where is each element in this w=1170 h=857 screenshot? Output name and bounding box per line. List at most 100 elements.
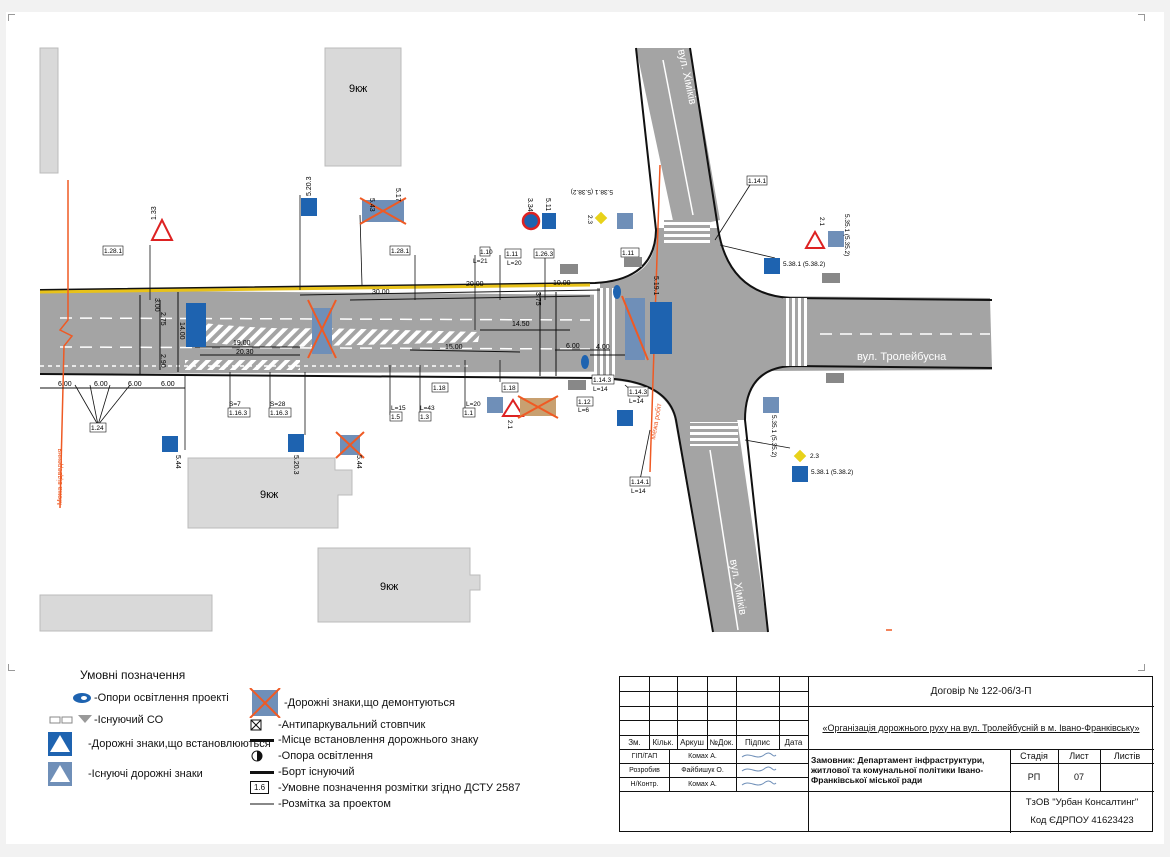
building-bottom-left bbox=[39, 594, 213, 632]
building-bottom bbox=[317, 547, 481, 623]
name-cell: Комах А. bbox=[688, 780, 717, 788]
yellow-curb bbox=[39, 283, 591, 294]
boundary-label: Межа відведення bbox=[56, 448, 64, 505]
marking-label: 1.14.3 bbox=[593, 377, 611, 384]
sign-label: 5.19.1 bbox=[652, 276, 659, 296]
orange-boundary-left bbox=[58, 180, 74, 509]
company-name: ТзОВ "Урбан Консалтинг" bbox=[1025, 796, 1139, 808]
legend-label: -Існуючі дорожні знаки bbox=[88, 768, 203, 780]
marking-label: 1.18 bbox=[503, 385, 516, 392]
dimension-lines bbox=[40, 289, 640, 389]
legend-label: -Дорожні знаки,що встановлюються bbox=[88, 738, 271, 750]
lane-sign-icon bbox=[288, 434, 304, 452]
legend-label: -Місце встановлення дорожнього знаку bbox=[278, 734, 479, 746]
dimension: 20.30 bbox=[236, 349, 254, 356]
traffic-light-icon bbox=[822, 273, 840, 283]
drawing-sheet bbox=[6, 12, 1164, 844]
marking-label: 1.3 bbox=[420, 414, 429, 421]
dimension: 2.90 bbox=[159, 354, 166, 368]
buildings bbox=[39, 47, 481, 632]
sign-label: 5.38.1 (5.38.2) bbox=[783, 261, 825, 268]
existing-sign-icon bbox=[48, 762, 88, 786]
legend: Умовні позначення -Опори освітлення прое… bbox=[40, 660, 600, 830]
marking-label: 1.16.3 bbox=[270, 410, 288, 417]
street-name: вул. Тролейбусна bbox=[857, 351, 947, 363]
existing-traffic-light-icon bbox=[48, 711, 94, 729]
building-mid bbox=[187, 457, 353, 529]
priority-sign-icon bbox=[792, 448, 808, 464]
name-cell: Комах А. bbox=[688, 752, 717, 760]
crosswalk bbox=[664, 220, 710, 244]
legend-item: -Дорожні знаки,що встановлюються bbox=[48, 732, 271, 756]
parking-sign-icon bbox=[162, 436, 178, 452]
sign-label: 2.1 bbox=[506, 420, 513, 429]
legend-label: -Розмітка за проектом bbox=[278, 798, 391, 810]
lane-sign-icon bbox=[301, 198, 317, 216]
crosswalk-sign-icon bbox=[487, 397, 503, 413]
sign-label: 5.44 bbox=[355, 455, 362, 469]
marking-label: S=28 bbox=[270, 401, 286, 408]
traffic-light-icon bbox=[568, 380, 586, 390]
lane-line bbox=[709, 449, 739, 631]
legend-item: -Існуючі дорожні знаки bbox=[48, 762, 203, 786]
marking-label: 1.11 bbox=[506, 251, 519, 258]
sign-label: 5.11 bbox=[544, 198, 551, 211]
hatched-island bbox=[195, 322, 480, 348]
marking-label: 1.28.1 bbox=[104, 248, 122, 255]
corner-mark bbox=[1138, 664, 1145, 671]
new-light-pole-icon bbox=[581, 355, 589, 369]
header-cell: №Док. bbox=[709, 737, 734, 747]
customer: Замовник: Департамент інфраструктури, жи… bbox=[811, 755, 985, 785]
warning-sign-icon bbox=[150, 217, 174, 241]
leader-lines bbox=[74, 184, 791, 481]
building-left-edge bbox=[39, 47, 59, 174]
legend-label: -Існуючий СО bbox=[94, 714, 164, 726]
curb-icon bbox=[248, 763, 278, 781]
legend-item: -Опора освітлення bbox=[248, 747, 373, 765]
marking-label: L=20 bbox=[466, 401, 481, 408]
marking-label-icon: 1.6 bbox=[248, 779, 278, 797]
curb bbox=[39, 47, 658, 291]
dimension: 6.00 bbox=[94, 381, 108, 388]
info-sign-icon bbox=[542, 213, 556, 229]
curb bbox=[689, 47, 993, 301]
lane-direction-sign-icon bbox=[186, 303, 206, 347]
no-stopping-sign-icon bbox=[521, 211, 541, 231]
marking-label: L=14 bbox=[593, 386, 608, 393]
yield-sign-icon bbox=[501, 398, 525, 417]
role-cell: Розробив bbox=[629, 766, 660, 774]
marking-label: 1.28.1 bbox=[391, 248, 409, 255]
dimension: 30.00 bbox=[372, 289, 390, 296]
sign-label: 5.35.1 (5.35.2) bbox=[843, 214, 850, 256]
marking-label: L=14 bbox=[629, 398, 644, 405]
dimension: 15.00 bbox=[445, 344, 463, 351]
legend-label: -Дорожні знаки,що демонтуються bbox=[284, 697, 455, 709]
sign-label: 5.38.1 (5.38.2) bbox=[571, 188, 613, 195]
company-code: Код ЄДРПОУ 41623423 bbox=[1030, 814, 1134, 826]
traffic-light-icon bbox=[624, 257, 642, 267]
cross-out-icon bbox=[359, 197, 407, 225]
marking-label: 1.18 bbox=[433, 385, 446, 392]
sheets-label: Листів bbox=[1113, 751, 1141, 761]
legend-label: -Опори освітлення проекті bbox=[94, 692, 229, 704]
marking-label: 1.1 bbox=[464, 410, 473, 417]
existing-sign-icon bbox=[384, 200, 404, 222]
bollard-icon bbox=[248, 716, 278, 734]
new-light-pole-icon bbox=[613, 285, 621, 299]
sign-label: 5.43 bbox=[368, 198, 375, 212]
corner-mark bbox=[1138, 14, 1145, 21]
dimension: 10.00 bbox=[553, 280, 571, 287]
header-cell: Підпис bbox=[745, 737, 770, 747]
crosswalk-sign-icon bbox=[792, 466, 808, 482]
title-block: Договір № 122-06/3-П «Організація дорожн… bbox=[619, 676, 1154, 833]
sheets-value bbox=[1100, 763, 1154, 791]
marking-label: 1.10 bbox=[480, 249, 493, 256]
crosswalk bbox=[594, 288, 616, 378]
marking-labels: 1.28.1 1.28.1 1.10 L=21 1.11 L=20 1.26.3… bbox=[89, 175, 768, 495]
sign-label: 2.3 bbox=[586, 215, 593, 224]
sheet-label: Лист bbox=[1069, 751, 1089, 761]
legend-title: Умовні позначення bbox=[80, 668, 186, 682]
legend-item: -Опори освітлення проекті bbox=[54, 689, 229, 707]
sign-place-icon bbox=[248, 731, 278, 749]
sheet-value: 07 bbox=[1073, 772, 1084, 782]
